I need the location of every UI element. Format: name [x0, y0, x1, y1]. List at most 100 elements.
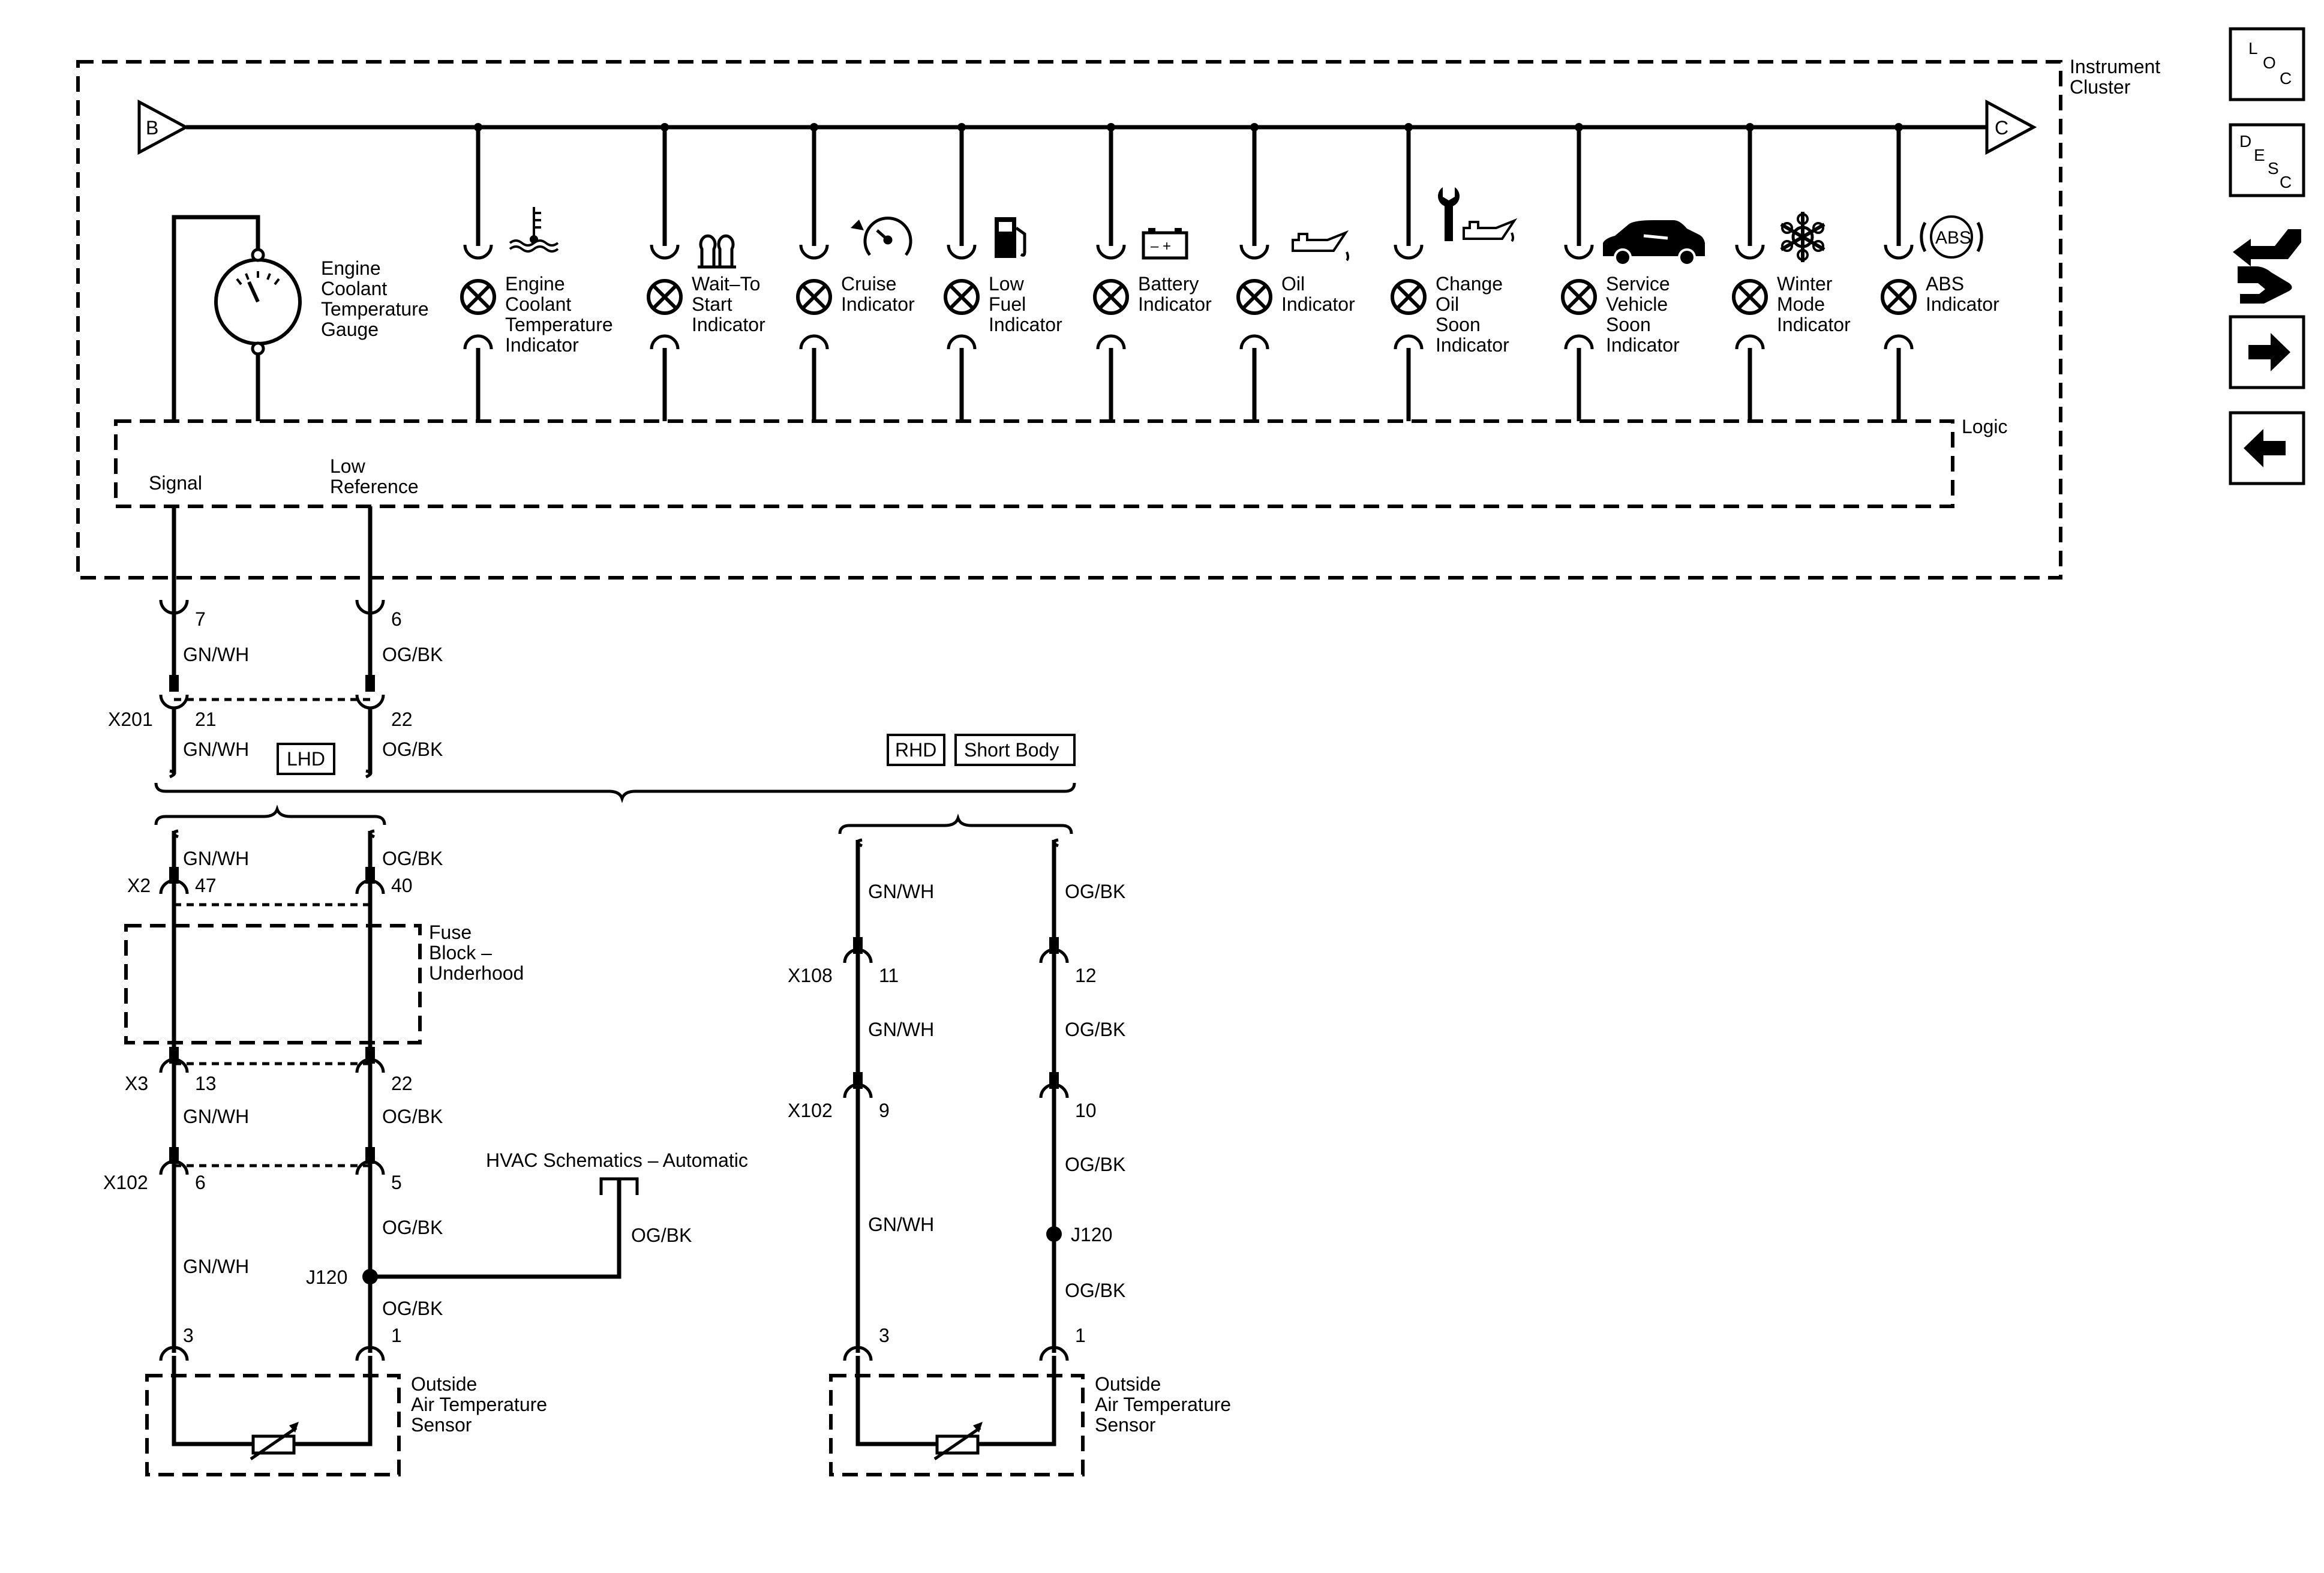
rhd-x102-pin-10-female — [1039, 1083, 1069, 1098]
rhd-x102-signal-pin: 9 — [879, 1100, 890, 1121]
description-button-s: S — [2268, 159, 2279, 178]
x201-signal-pin: 21 — [195, 709, 217, 730]
abs-icon: ABS — [1920, 215, 1983, 259]
rhd-sensor-pin-1-terminal — [1039, 1346, 1069, 1361]
x201-signal-wire-color: GN/WH — [183, 739, 249, 760]
bus-start-arrow-icon — [137, 99, 190, 155]
x2-label: X2 — [127, 875, 151, 896]
lhd-sensor-internal-circuit — [172, 1356, 373, 1446]
rhd-lowref-wire-color-2: OG/BK — [1065, 1019, 1125, 1040]
lamp-bottom-terminal — [1096, 334, 1126, 350]
location-button-o: O — [2263, 53, 2276, 72]
x201-label: X201 — [108, 709, 153, 730]
instrument-cluster-outline — [76, 60, 2062, 580]
rhd-sensor-internal-circuit — [855, 1356, 1056, 1446]
lhd-sensor-lowref-pin: 1 — [391, 1325, 402, 1346]
rhd-og-bk-wire-start — [1052, 838, 1059, 848]
fuse-block-label-2: Block – — [429, 942, 492, 963]
indicator-label-line: Change — [1436, 273, 1503, 295]
x2-lowref-pin: 40 — [391, 875, 413, 896]
indicator-label-line: Winter — [1777, 273, 1833, 295]
indicator-label-line: Mode — [1777, 293, 1825, 315]
lamp-bottom-terminal — [1239, 334, 1269, 350]
logic-label: Logic — [1962, 416, 2008, 437]
x108-signal-pin: 11 — [879, 965, 899, 986]
rhd-outside-air-temperature-sensor — [829, 1374, 1085, 1476]
lamp-top-terminal — [799, 244, 829, 260]
indicator-label-line: Indicator — [1281, 293, 1355, 315]
lhd-sensor-pin-1-terminal — [355, 1346, 385, 1361]
bus-end-connector: C — [1985, 99, 2037, 155]
rhd-branch: GN/WH OG/BK X108 11 12 GN/WH OG/BK X102 … — [788, 838, 1231, 1476]
gauge-needle — [247, 281, 260, 303]
lhd-sensor-label-2: Air Temperature — [411, 1394, 547, 1415]
gauge-label-line-2: Coolant — [321, 278, 387, 299]
indicator-label-line: Low — [989, 273, 1025, 295]
lamp-bottom-terminal — [463, 334, 493, 350]
indicator-label-line: Cruise — [841, 273, 896, 295]
hvac-schematics-reference: HVAC Schematics – Automatic — [486, 1149, 748, 1171]
next-page-button[interactable] — [2229, 315, 2305, 389]
indicator-label-line: Fuel — [989, 293, 1026, 315]
rhd-sensor-lowref-pin: 1 — [1075, 1325, 1086, 1346]
engine-coolant-temperature-gauge: Engine Coolant Temperature Gauge — [172, 215, 429, 421]
rhd-sensor-signal-pin: 3 — [879, 1325, 890, 1346]
indicator-label-line: Indicator — [505, 334, 579, 356]
fuse-block-underhood — [124, 924, 422, 1044]
x3-lowref-pin: 22 — [391, 1073, 413, 1094]
lhd-outside-air-temperature-sensor — [145, 1374, 401, 1476]
lhd-gn-wh-wire-start — [172, 829, 179, 839]
x3-label: X3 — [125, 1073, 148, 1094]
lhd-option-label: LHD — [287, 748, 325, 770]
rhd-sensor-label-3: Sensor — [1095, 1414, 1156, 1436]
lhd-sensor-label-1: Outside — [411, 1373, 477, 1395]
rhd-x102-pin-9-female — [843, 1083, 873, 1098]
location-button[interactable]: L O C — [2229, 27, 2305, 101]
x3-pin-22-female — [355, 1058, 385, 1073]
x201-pin-21-female — [159, 694, 189, 710]
lhd-top-signal-wire-color: GN/WH — [183, 848, 249, 869]
coolant-temp-icon — [509, 207, 559, 253]
x3-signal-pin: 13 — [195, 1073, 217, 1094]
indicator-label-line: Indicator — [692, 314, 765, 335]
lamp-bulb-icon — [796, 279, 832, 315]
x3-lowref-wire-color: OG/BK — [382, 1106, 443, 1127]
indicator-label-line: Indicator — [989, 314, 1062, 335]
gauge-scale-ticks — [236, 271, 280, 286]
lamp-bottom-terminal — [947, 334, 977, 350]
abs-icon-text: ABS — [1935, 228, 1971, 248]
rhd-sensor-label-2: Air Temperature — [1095, 1394, 1231, 1415]
lhd-j120-label: J120 — [306, 1266, 347, 1288]
connector-end-view-button[interactable] — [2233, 229, 2301, 304]
lhd-x102-pin-5-male — [365, 1147, 375, 1164]
lamp-bottom-terminal — [650, 334, 680, 350]
rhd-j120-splice — [1046, 1226, 1062, 1242]
indicator-label-line: Indicator — [841, 293, 915, 315]
description-button-c: C — [2280, 173, 2292, 191]
low-reference-label-2: Reference — [330, 476, 419, 497]
rhd-j120-label: J120 — [1071, 1224, 1112, 1245]
lhd-bracket — [154, 804, 386, 825]
indicator-label-line: Vehicle — [1606, 293, 1668, 315]
rhd-lowref-wire-color-1: OG/BK — [1065, 881, 1125, 902]
lhd-option-box — [277, 743, 335, 775]
location-button-l: L — [2248, 39, 2258, 58]
gauge-signal-wire — [172, 215, 260, 421]
indicator-label-line: Start — [692, 293, 732, 315]
bus-start-connector: B — [137, 99, 190, 155]
gauge-label-line-3: Temperature — [321, 298, 429, 320]
lamp-top-terminal — [1096, 244, 1126, 260]
lamp-top-terminal — [1239, 244, 1269, 260]
lamp-top-terminal — [1394, 244, 1424, 260]
lhd-sensor-label-3: Sensor — [411, 1414, 472, 1436]
rhd-lowref-wire-color-4: OG/BK — [1065, 1280, 1125, 1301]
cluster-lowref-pin: 6 — [391, 608, 402, 630]
gauge-label-line-4: Gauge — [321, 319, 379, 340]
previous-page-button[interactable] — [2229, 411, 2305, 485]
description-button[interactable]: D E S C — [2229, 123, 2305, 197]
lamp-bulb-icon — [944, 279, 980, 315]
navigation-panel: L O C D E S C — [2229, 27, 2305, 485]
